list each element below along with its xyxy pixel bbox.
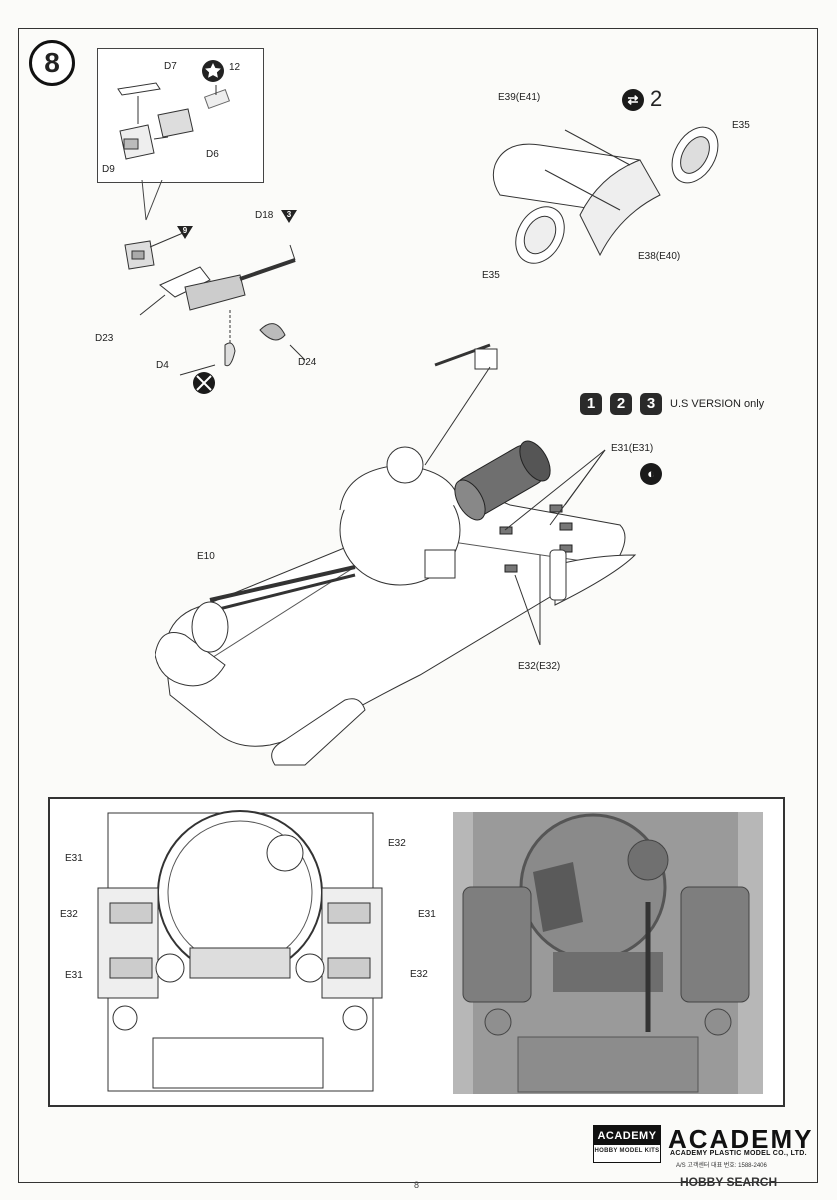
logo-top-text: ACADEMY (594, 1126, 660, 1145)
badge-part-3: 3 (281, 210, 297, 223)
logo-bottom-text: HOBBY MODEL KITS (594, 1148, 660, 1154)
page-number: 8 (414, 1180, 420, 1190)
rear-label-e31-right: E31 (418, 909, 436, 920)
part-label-d23: D23 (95, 333, 114, 344)
quantity-count: 2 (650, 86, 663, 111)
company-name: ACADEMY PLASTIC MODEL CO., LTD. (670, 1150, 807, 1157)
badge-part-9: 9 (177, 226, 193, 239)
direction-icon: ◐ (640, 463, 662, 485)
academy-logo-box: ACADEMY HOBBY MODEL KITS (593, 1125, 661, 1163)
stowage-drum-drawing (492, 126, 719, 264)
part-label-d18: D18 (255, 210, 274, 221)
part-label-e10: E10 (197, 551, 215, 562)
page-frame (18, 28, 818, 1183)
version-note-text: U.S VERSION only (670, 398, 765, 410)
rear-label-e32-left: E32 (60, 909, 78, 920)
part-label-e31: E31(E31) (611, 443, 654, 454)
hull-drawing (155, 343, 637, 766)
brand-wordmark: ACADEMY (668, 1124, 814, 1154)
part-label-e39: E39(E41) (498, 92, 541, 103)
version-badge-2: 2 (610, 393, 632, 415)
ammo-box-drawing (117, 60, 231, 160)
step-number: 8 (29, 40, 75, 86)
part-label-e38: E38(E40) (638, 251, 681, 262)
part-label-e35-bottom: E35 (482, 270, 500, 281)
rear-label-e32-right-bottom: E32 (410, 969, 428, 980)
rear-view-drawing (97, 810, 383, 1092)
part-label-d24: D24 (298, 357, 317, 368)
part-label-e32: E32(E32) (518, 661, 561, 672)
watermark: HOBBY SEARCH (680, 1175, 778, 1189)
rear-label-e32-right-top: E32 (388, 838, 406, 849)
rear-label-e31-left-bottom: E31 (65, 970, 83, 981)
part-label-d7: D7 (164, 61, 177, 72)
decal-number: 12 (229, 62, 241, 73)
service-number: A/S 고객센터 대표 번호: 1588-2406 (676, 1163, 767, 1169)
version-badge-3: 3 (640, 393, 662, 415)
rear-label-e31-left-top: E31 (65, 853, 83, 864)
part-label-d9: D9 (102, 164, 115, 175)
part-label-e35-top: E35 (732, 120, 750, 131)
part-label-d4: D4 (156, 360, 169, 371)
machine-gun-assembly-drawing (124, 229, 306, 394)
part-label-d6: D6 (206, 149, 219, 160)
ammo-box-inset: D7 12 D6 D9 (97, 48, 264, 183)
rear-view-photo (453, 812, 763, 1094)
quantity-icon: ⇄ (622, 89, 644, 111)
version-badge-1: 1 (580, 393, 602, 415)
inset-pointer (141, 180, 163, 221)
